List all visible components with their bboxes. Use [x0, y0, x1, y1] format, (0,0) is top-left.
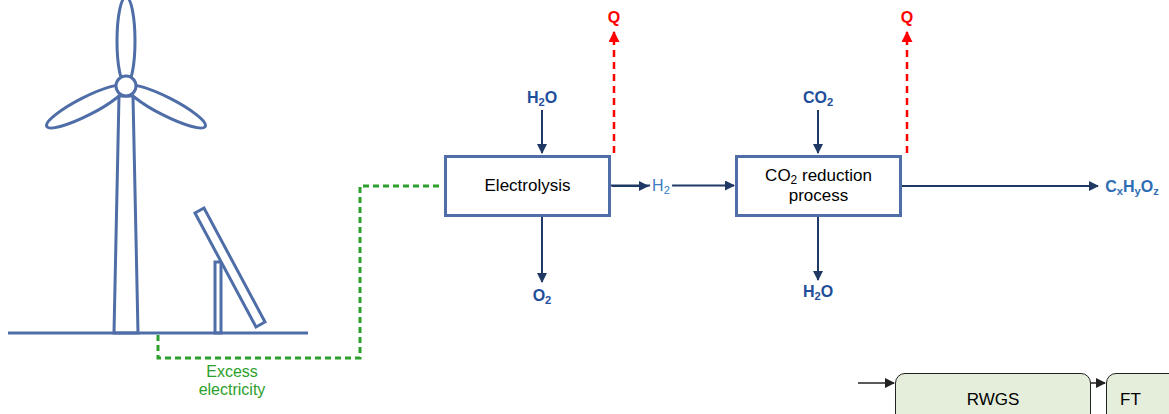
- subscript: 2: [791, 173, 798, 187]
- heat-arrow: [613, 32, 616, 153]
- stream-label: Q: [608, 9, 620, 27]
- power-line: [158, 186, 443, 358]
- stream-label: H2O: [527, 89, 557, 107]
- heat-arrows: [614, 32, 907, 153]
- power-label: Excess electricity: [184, 363, 280, 400]
- step-box: RWGS: [895, 373, 1091, 414]
- connector-label: H2: [650, 177, 672, 195]
- flow-arrow: [817, 217, 819, 280]
- stream-label: CxHyOz: [1105, 178, 1159, 196]
- subscript: 2: [827, 96, 833, 108]
- stream-label: O2: [533, 287, 552, 305]
- box-label: RWGS: [967, 390, 1020, 410]
- flow-arrows: [542, 110, 1098, 282]
- subscript: y: [1135, 185, 1141, 197]
- flow-arrow: [541, 217, 543, 282]
- subscript: x: [1117, 185, 1123, 197]
- process-box: Electrolysis: [444, 155, 611, 217]
- subscript: 2: [664, 184, 670, 196]
- flow-arrow: [817, 110, 819, 153]
- box-label: CO2 reduction process: [746, 166, 891, 207]
- subscript: 2: [538, 96, 544, 108]
- panel-plate: [195, 208, 265, 327]
- turbine-hub: [116, 76, 136, 96]
- flow-connector: [611, 185, 734, 187]
- flow-connector: [1091, 382, 1105, 384]
- flow-arrow: [902, 185, 1098, 187]
- box-label: Electrolysis: [485, 176, 571, 196]
- feed-arrow: [858, 382, 894, 384]
- box-label: FT: [1120, 390, 1141, 410]
- subscript: z: [1153, 185, 1159, 197]
- heat-arrow: [906, 32, 909, 153]
- turbine-tower: [114, 96, 138, 333]
- subscript: 2: [545, 294, 551, 306]
- step-box: FT: [1106, 373, 1169, 414]
- stream-label: Q: [901, 9, 913, 27]
- wind-turbine: [43, 0, 210, 333]
- ground-line: [8, 332, 308, 335]
- turbine-blade: [117, 0, 135, 85]
- panel-post: [215, 262, 221, 333]
- subscript: 2: [814, 290, 820, 302]
- process-box: CO2 reduction process: [735, 155, 902, 217]
- stream-label: H2O: [803, 283, 833, 301]
- solar-panel: [195, 208, 265, 333]
- stream-label: CO2: [803, 89, 833, 107]
- flow-arrow: [541, 110, 543, 153]
